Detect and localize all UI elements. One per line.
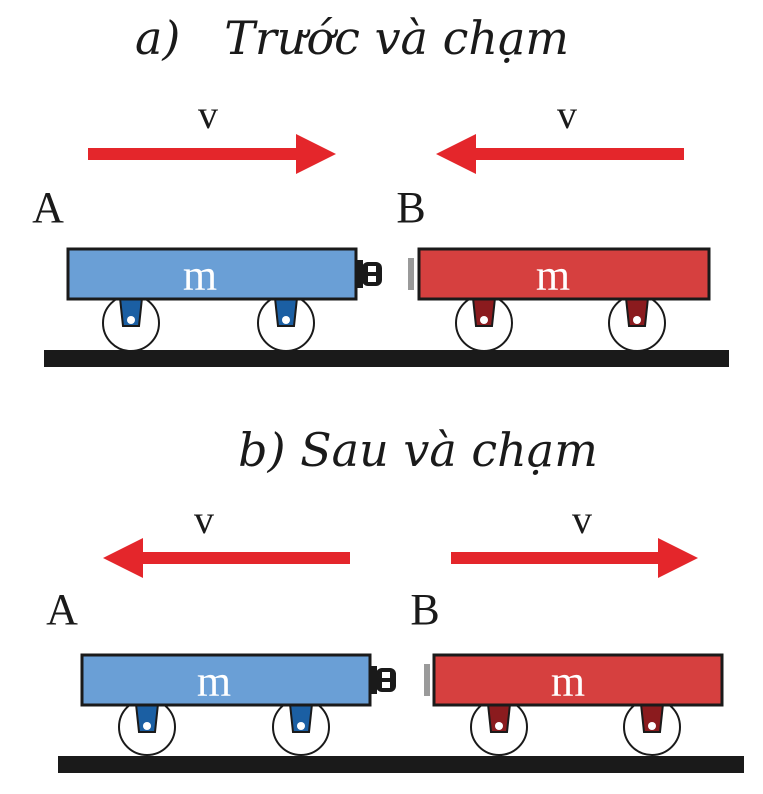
wheel-icon (118, 698, 176, 756)
coupler-icon (371, 666, 396, 694)
cart-body-a (80, 653, 372, 707)
wheel-icon (455, 294, 513, 352)
cart-label-a-after: A (46, 585, 78, 634)
cart-b-before: m (408, 247, 711, 352)
arrow-right-icon (658, 538, 698, 578)
velocity-label-b-before: v (557, 92, 577, 137)
wheel-icon (102, 294, 160, 352)
arrow-left-icon (103, 538, 143, 578)
velocity-arrow-b-after (451, 538, 698, 578)
panel-before: a) Trước và chạm v v A B (32, 11, 729, 367)
velocity-label-b-after: v (572, 497, 592, 542)
cart-label-b-after: B (410, 585, 439, 634)
panel-after: b) Sau và chạm v v A B m (46, 423, 744, 773)
arrow-shaft (472, 148, 684, 160)
mass-label-b-before: m (536, 251, 570, 300)
arrow-shaft (451, 552, 661, 564)
mass-label-b-after: m (551, 657, 585, 706)
arrow-shaft (88, 148, 300, 160)
mass-label-a-after: m (197, 657, 231, 706)
velocity-arrow-b-before (436, 134, 684, 174)
velocity-arrow-a-after (103, 538, 350, 578)
bumper-icon (408, 258, 414, 290)
ground-track-after (58, 756, 744, 773)
wheel-icon (623, 698, 681, 756)
wheel-icon (272, 698, 330, 756)
panel-title-after: b) Sau và chạm (238, 423, 598, 477)
cart-label-b-before: B (396, 183, 425, 232)
panel-title-before: a) Trước và chạm (135, 11, 569, 65)
velocity-label-a-before: v (198, 92, 218, 137)
cart-body-b (417, 247, 711, 301)
wheel-icon (470, 698, 528, 756)
velocity-arrow-a-before (88, 134, 336, 174)
arrow-left-icon (436, 134, 476, 174)
ground-track-before (44, 350, 729, 367)
cart-label-a-before: A (32, 183, 64, 232)
coupler-icon (357, 260, 382, 288)
cart-b-after: m (424, 653, 724, 756)
cart-a-before: m (66, 247, 382, 352)
wheel-icon (608, 294, 666, 352)
wheel-icon (257, 294, 315, 352)
bumper-icon (424, 664, 430, 696)
arrow-right-icon (296, 134, 336, 174)
cart-a-after: m (80, 653, 396, 756)
velocity-label-a-after: v (194, 497, 214, 542)
cart-body-a (66, 247, 358, 301)
mass-label-a-before: m (183, 251, 217, 300)
arrow-shaft (140, 552, 350, 564)
cart-body-b (432, 653, 724, 707)
